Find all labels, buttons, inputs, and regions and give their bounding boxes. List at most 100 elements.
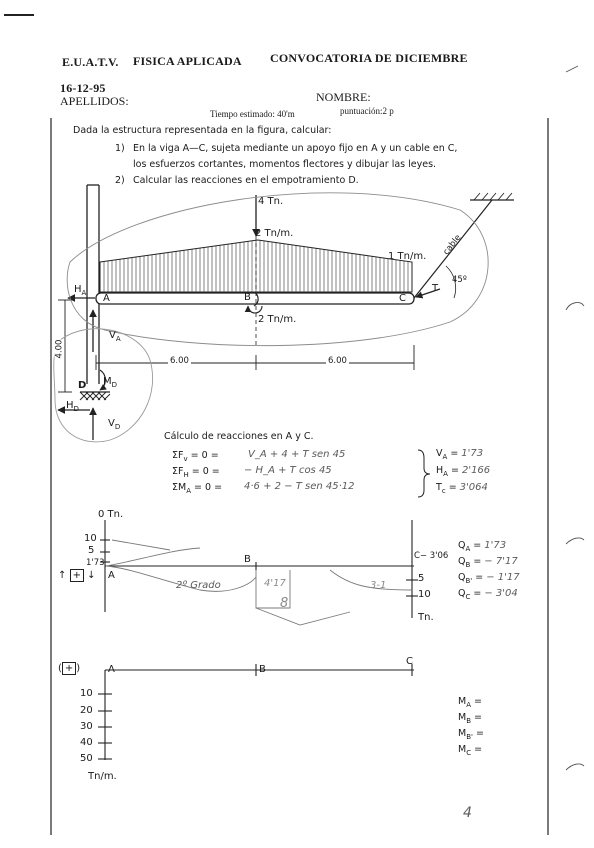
angle-arc	[445, 265, 457, 299]
shear-tick-10: 10	[84, 533, 97, 544]
eq-sum-fv-hand: V_A + 4 + T sen 45	[248, 449, 346, 460]
point-D-label: D	[78, 380, 87, 391]
point-B-label: B	[244, 292, 251, 303]
moment-B-arrow	[244, 305, 263, 314]
moment-label-A: A	[108, 664, 115, 675]
task-1-line-2: los esfuerzos cortantes, momentos flecto…	[133, 159, 437, 170]
shear-unit-top: 0 Tn.	[98, 509, 124, 520]
moment-MB: MB =	[458, 712, 482, 725]
dim-BC-label: 6.00	[326, 356, 349, 366]
bracket-mark	[565, 65, 579, 73]
task-1-number: 1)	[115, 143, 125, 154]
institution: E.U.A.T.V.	[62, 55, 119, 69]
HA-label: HA	[74, 284, 87, 297]
tension-label: T	[432, 283, 439, 294]
exam-date: 16-12-95	[60, 81, 106, 95]
course: FISICA APLICADA	[133, 54, 242, 68]
moment-axes	[98, 664, 414, 760]
shear-hand-c: 3-1	[370, 580, 387, 591]
task-2-number: 2)	[115, 175, 125, 186]
statement-intro: Dada la estructura representada en la fi…	[73, 125, 332, 136]
shear-QC: QC = − 3'04	[458, 588, 518, 601]
dim-height-label: 4.00	[54, 339, 65, 359]
tension-arrow	[415, 288, 441, 299]
surname-label: APELLIDOS:	[60, 94, 129, 108]
edge-mark-1	[565, 302, 585, 311]
eq-sum-fv: ΣFv = 0 =	[172, 450, 219, 463]
eq-sum-ma-hand: 4·6 + 2 − T sen 45·12	[244, 481, 355, 492]
result-HA: HA = 2'166	[436, 465, 491, 478]
dist-load-mid-label: 2 Tn/m.	[255, 228, 294, 239]
result-VA: VA = 1'73	[436, 448, 484, 461]
moment-B-label: 2 Tn/m.	[258, 314, 297, 325]
task-1-line-1: En la viga A—C, sujeta mediante un apoyo…	[133, 143, 458, 154]
page-mark: 4	[463, 805, 472, 821]
VD-label: VD	[108, 418, 121, 431]
edge-mark-2	[565, 537, 585, 545]
shear-pencil	[105, 539, 413, 626]
shear-tick-5b: 5	[418, 573, 425, 584]
distributed-load	[99, 239, 413, 293]
name-label: NOMBRE:	[316, 90, 371, 104]
shear-label-B: B	[244, 554, 251, 565]
point-C-label: C	[399, 293, 406, 304]
hinge-B	[253, 291, 259, 307]
MD-arrow	[99, 369, 107, 391]
shear-sign-box: ↑ + ↓	[58, 569, 96, 582]
moment-tick-30: 30	[80, 721, 93, 732]
shear-hand-b: 8	[280, 596, 289, 611]
shear-grade-note: 2º Grado	[176, 580, 221, 591]
column-D	[86, 184, 100, 384]
shear-tick-5: 5	[88, 545, 95, 556]
edge-mark-3	[565, 763, 585, 771]
score-label: puntuación:2 p	[340, 106, 394, 116]
moment-tick-10: 10	[80, 688, 93, 699]
moment-tick-50: 50	[80, 753, 93, 764]
cable-anchor-hatch	[473, 192, 513, 201]
shear-label-C: C− 3'06	[414, 551, 449, 561]
moment-tick-20: 20	[80, 705, 93, 716]
shear-tick-10b: 10	[418, 589, 431, 600]
moment-MBp: MB' =	[458, 728, 484, 741]
pencil-loop-beam	[66, 192, 489, 347]
point-A-label: A	[103, 293, 110, 304]
eq-sum-ma: ΣMA = 0 =	[172, 482, 223, 495]
shear-QBp: QB' = − 1'17	[458, 572, 520, 585]
moment-MA: MA =	[458, 696, 482, 709]
reactions-title: Cálculo de reacciones en A y C.	[164, 431, 314, 442]
VA-label: VA	[109, 330, 121, 343]
task-2-text: Calcular las reacciones en el empotramie…	[133, 175, 359, 186]
result-T: Tc = 3'064	[436, 482, 488, 495]
moment-sign-box: (+)	[58, 662, 81, 675]
shear-label-A: A	[108, 570, 115, 581]
shear-unit-bottom: Tn.	[418, 612, 434, 623]
shear-hand-a: 4'17	[264, 578, 286, 589]
shear-tick-173: 1'73	[86, 558, 105, 568]
results-brace	[417, 449, 431, 498]
MD-label: MD	[103, 376, 118, 389]
cable	[413, 199, 493, 299]
angle-label: 45º	[452, 275, 467, 285]
eq-sum-fh: ΣFH = 0 =	[172, 466, 220, 479]
eq-sum-fh-hand: − H_A + T cos 45	[244, 465, 332, 476]
shear-QB: QB = − 7'17	[458, 556, 518, 569]
dim-AB-label: 6.00	[168, 356, 191, 366]
moment-unit: Tn/m.	[88, 771, 117, 782]
top-left-mark	[4, 14, 34, 16]
pencil-loop-support	[53, 328, 154, 443]
dist-load-end-label: 1 Tn/m.	[388, 251, 427, 262]
moment-tick-40: 40	[80, 737, 93, 748]
time-label: Tiempo estimado: 40'm	[210, 109, 295, 119]
beam-AC	[95, 292, 415, 305]
fixed-support-D	[79, 391, 111, 401]
HD-label: HD	[66, 400, 79, 413]
moment-label-C: C	[406, 656, 413, 667]
shear-QA: QA = 1'73	[458, 540, 507, 553]
moment-MC: MC =	[458, 744, 483, 757]
dimension-lines	[58, 299, 415, 393]
point-load-label: 4 Tn.	[258, 196, 284, 207]
moment-label-B: B	[259, 664, 266, 675]
shear-axes	[100, 520, 418, 618]
call-title: CONVOCATORIA DE DICIEMBRE	[270, 51, 468, 65]
